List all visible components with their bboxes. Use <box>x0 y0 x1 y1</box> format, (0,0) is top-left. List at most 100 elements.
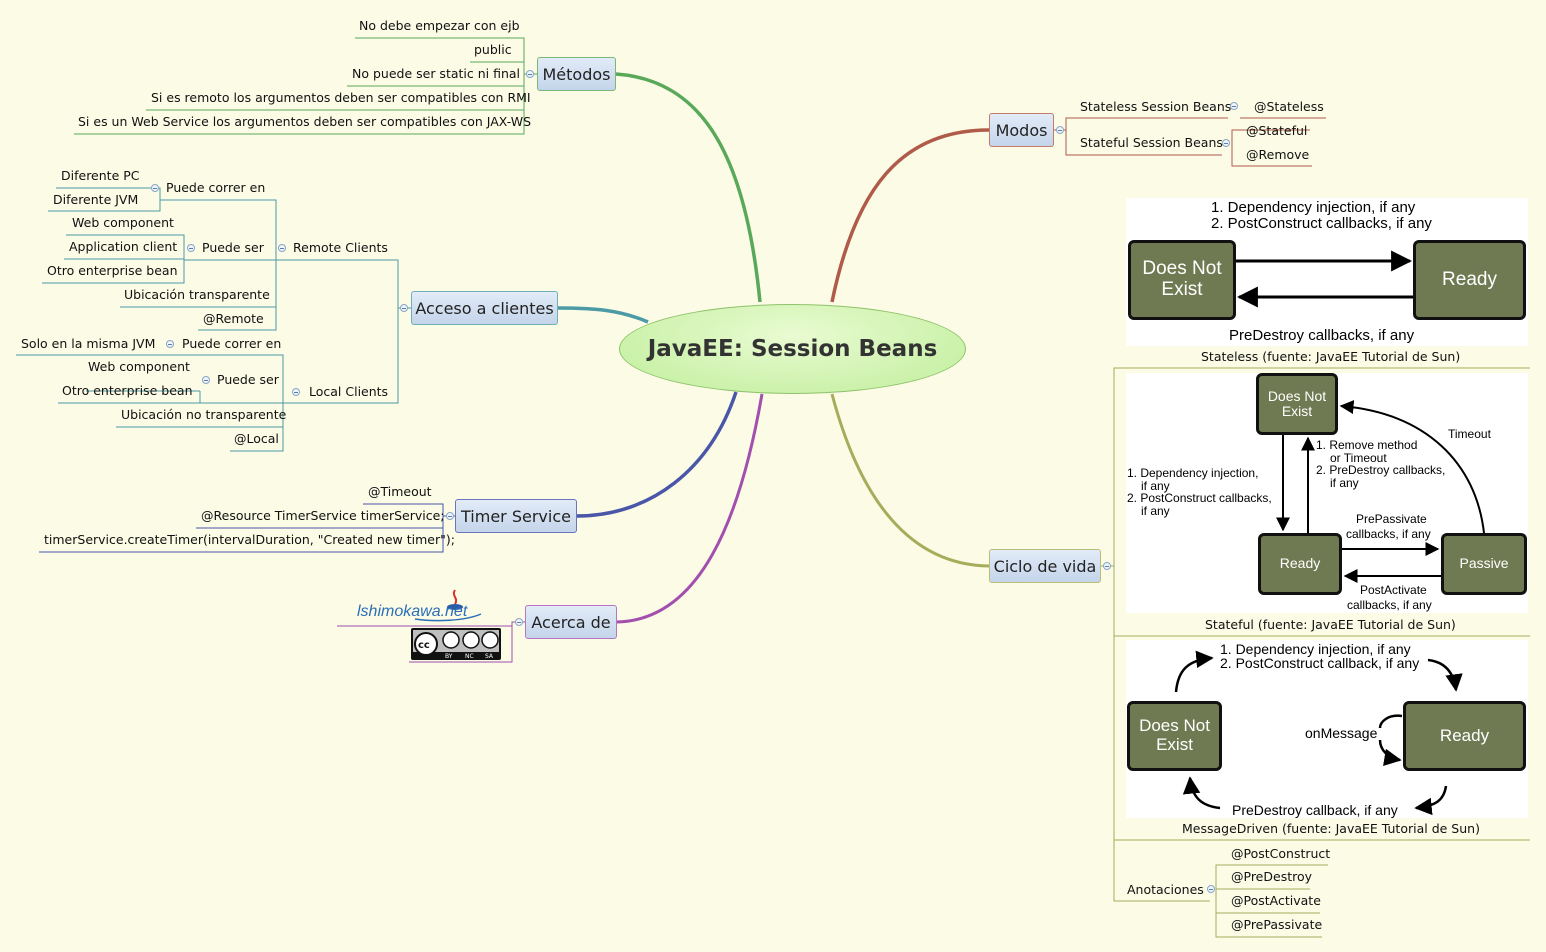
collapse-stateful-icon[interactable] <box>1222 139 1230 147</box>
collapse-local-icon[interactable] <box>292 388 300 396</box>
md-top2: 2. PostConstruct callback, if any <box>1220 655 1420 671</box>
local-clients[interactable]: Local Clients <box>309 384 389 399</box>
local-puede-ser[interactable]: Puede ser <box>217 372 279 387</box>
remote-clients[interactable]: Remote Clients <box>293 240 388 255</box>
md-bottom: PreDestroy callback, if any <box>1232 802 1398 818</box>
collapse-remote-icon[interactable] <box>278 244 286 252</box>
stateless-top1: 1. Dependency injection, if any <box>1211 199 1416 216</box>
collapse-metodos-icon[interactable] <box>526 70 534 78</box>
remote-ser-item[interactable]: Otro enterprise bean <box>47 263 178 278</box>
stateful-inject-text: 1. Dependency injection, if any 2. PostC… <box>1127 466 1272 518</box>
metodos-item[interactable]: public <box>474 42 512 57</box>
anotacion-item[interactable]: @PrePassivate <box>1231 917 1323 932</box>
topic-acerca-de[interactable]: Acerca de <box>525 605 617 639</box>
stateless-session-beans[interactable]: Stateless Session Beans <box>1080 99 1232 114</box>
stateful-arrows <box>1276 400 1485 583</box>
local-correr-item[interactable]: Solo en la misma JVM <box>21 336 156 351</box>
local-ubicacion[interactable]: Ubicación no transparente <box>121 407 287 422</box>
central-topic-label: JavaEE: Session Beans <box>647 336 938 362</box>
stateful-remove-text: 1. Remove method or Timeout 2. PreDestro… <box>1316 438 1446 490</box>
topic-acceso-clientes[interactable]: Acceso a clientes <box>411 291 558 325</box>
stateless-caption: Stateless (fuente: JavaEE Tutorial de Su… <box>1201 349 1461 364</box>
metodos-item[interactable]: No puede ser static ni final <box>352 66 521 81</box>
stateless-diagram: 1. Dependency injection, if any 2. PostC… <box>1126 198 1528 346</box>
remote-puede-ser[interactable]: Puede ser <box>202 240 264 255</box>
metodos-item[interactable]: No debe empezar con ejb <box>359 18 520 33</box>
stateful-state-dne: Does Not Exist <box>1256 373 1338 435</box>
collapse-timer-icon[interactable] <box>446 512 454 520</box>
collapse-local-correr-icon[interactable] <box>166 340 174 348</box>
stateful-timeout: Timeout <box>1448 427 1491 441</box>
anotacion-item[interactable]: @PostConstruct <box>1231 846 1331 861</box>
remote-ser-item[interactable]: Application client <box>69 239 178 254</box>
anotacion-item[interactable]: @PreDestroy <box>1231 869 1313 884</box>
md-onmessage: onMessage <box>1305 725 1378 741</box>
remote-correr-item[interactable]: Diferente JVM <box>53 192 139 207</box>
stateful-annotation[interactable]: @Stateful <box>1246 123 1308 138</box>
lshimokawa-logo[interactable]: lshimokawa.net <box>355 588 485 622</box>
stateless-annotation[interactable]: @Stateless <box>1254 99 1324 114</box>
remote-correr-item[interactable]: Diferente PC <box>61 168 140 183</box>
collapse-local-ser-icon[interactable] <box>202 376 210 384</box>
stateless-top2: 2. PostConstruct callbacks, if any <box>1211 215 1432 232</box>
collapse-ciclo-icon[interactable] <box>1103 562 1111 570</box>
stateless-bottom: PreDestroy callbacks, if any <box>1229 327 1415 344</box>
topic-acceso-label: Acceso a clientes <box>415 298 554 318</box>
collapse-remote-ser-icon[interactable] <box>187 244 195 252</box>
topic-ciclo-label: Ciclo de vida <box>993 556 1097 576</box>
anotaciones-label[interactable]: Anotaciones <box>1127 882 1204 897</box>
topic-timer-label: Timer Service <box>461 506 571 526</box>
local-ser-item[interactable]: Otro enterprise bean <box>62 383 193 398</box>
md-state-dne: Does Not Exist <box>1127 701 1222 771</box>
stateful-prepassivate-text: PrePassivate callbacks, if any <box>1346 512 1431 541</box>
stateful-session-beans[interactable]: Stateful Session Beans <box>1080 135 1223 150</box>
stateful-state-ready: Ready <box>1258 533 1342 595</box>
collapse-acceso-icon[interactable] <box>400 304 408 312</box>
local-annotation[interactable]: @Local <box>234 431 279 446</box>
collapse-acerca-icon[interactable] <box>515 618 523 626</box>
metodos-item[interactable]: Si es un Web Service los argumentos debe… <box>78 114 532 129</box>
topic-metodos-label: Métodos <box>542 64 611 84</box>
messagedriven-diagram: 1. Dependency injection, if any 2. PostC… <box>1126 640 1528 818</box>
state-does-not-exist: Does Not Exist <box>1128 240 1236 320</box>
stateful-diagram: Does Not Exist Ready Passive Timeout 1. … <box>1126 373 1528 613</box>
remote-ubicacion[interactable]: Ubicación transparente <box>124 287 270 302</box>
stateless-arrows <box>1236 250 1413 308</box>
collapse-stateless-icon[interactable] <box>1230 102 1238 110</box>
md-state-ready: Ready <box>1403 701 1526 771</box>
stateful-caption: Stateful (fuente: JavaEE Tutorial de Sun… <box>1205 617 1456 632</box>
timer-item[interactable]: @Resource TimerService timerService; <box>201 508 445 523</box>
cc-license-badge[interactable]: cc BY NC SA <box>411 628 501 660</box>
central-topic[interactable]: JavaEE: Session Beans <box>619 304 966 394</box>
by-label: BY <box>445 653 453 660</box>
state-ready: Ready <box>1413 240 1526 320</box>
topic-modos-label: Modos <box>995 120 1048 140</box>
logo-text: lshimokawa.net <box>357 603 468 620</box>
sa-label: SA <box>485 653 494 660</box>
topic-timer-service[interactable]: Timer Service <box>455 499 577 533</box>
topic-ciclo-de-vida[interactable]: Ciclo de vida <box>989 549 1101 583</box>
topic-metodos[interactable]: Métodos <box>537 57 616 91</box>
collapse-remote-correr-icon[interactable] <box>151 184 159 192</box>
remote-ser-item[interactable]: Web component <box>72 215 174 230</box>
cc-icon: cc <box>418 640 430 651</box>
anotacion-item[interactable]: @PostActivate <box>1231 893 1321 908</box>
stateful-state-passive: Passive <box>1441 533 1527 595</box>
local-ser-item[interactable]: Web component <box>88 359 190 374</box>
stateful-postactivate-text: PostActivate callbacks, if any <box>1347 583 1432 612</box>
topic-modos[interactable]: Modos <box>989 113 1054 147</box>
collapse-modos-icon[interactable] <box>1056 126 1064 134</box>
metodos-item[interactable]: Si es remoto los argumentos deben ser co… <box>151 90 531 105</box>
md-arrows <box>1174 650 1463 816</box>
remove-annotation[interactable]: @Remove <box>1246 147 1310 162</box>
local-puede-correr[interactable]: Puede correr en <box>182 336 282 351</box>
timer-item[interactable]: @Timeout <box>368 484 432 499</box>
remote-annotation[interactable]: @Remote <box>203 311 264 326</box>
messagedriven-caption: MessageDriven (fuente: JavaEE Tutorial d… <box>1182 821 1480 836</box>
collapse-anotaciones-icon[interactable] <box>1207 885 1215 893</box>
timer-item[interactable]: timerService.createTimer(intervalDuratio… <box>44 532 455 547</box>
nc-label: NC <box>465 653 474 660</box>
topic-acerca-label: Acerca de <box>531 612 611 632</box>
remote-puede-correr[interactable]: Puede correr en <box>166 180 266 195</box>
md-top1: 1. Dependency injection, if any <box>1220 641 1411 657</box>
